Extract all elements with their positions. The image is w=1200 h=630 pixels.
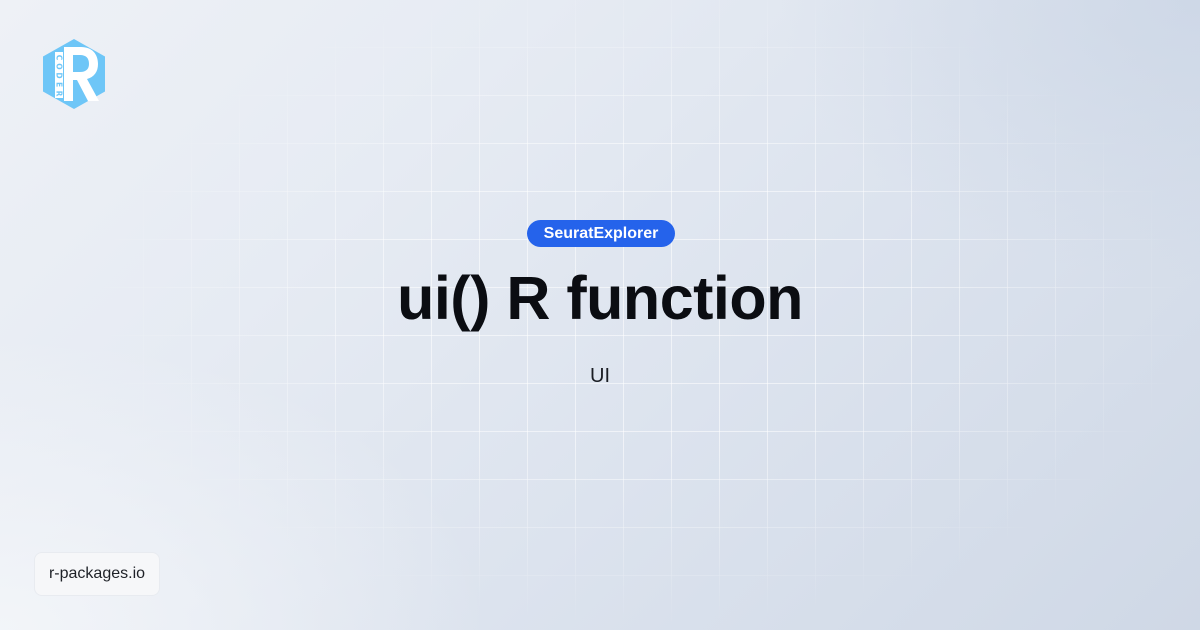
function-subtitle: UI bbox=[590, 365, 610, 387]
site-link[interactable]: r-packages.io bbox=[34, 552, 160, 596]
r-coder-logo-icon: C O D E R bbox=[42, 38, 106, 110]
svg-text:O: O bbox=[55, 63, 64, 69]
package-badge[interactable]: SeuratExplorer bbox=[527, 220, 675, 247]
page-title: ui() R function bbox=[397, 264, 803, 332]
svg-text:C: C bbox=[55, 55, 64, 61]
svg-text:R: R bbox=[55, 91, 64, 97]
svg-text:D: D bbox=[55, 72, 64, 78]
svg-text:E: E bbox=[55, 82, 64, 87]
